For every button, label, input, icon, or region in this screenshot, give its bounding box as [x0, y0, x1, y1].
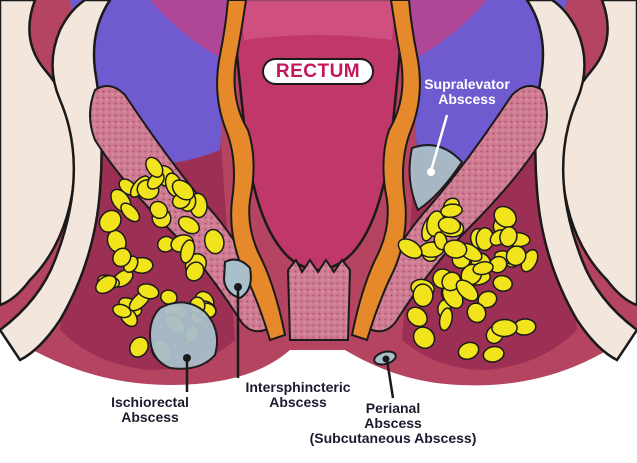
fat-globule	[145, 156, 164, 178]
fat-globule	[95, 274, 117, 295]
fat-globule	[433, 231, 448, 251]
fat-globule	[482, 345, 505, 363]
fat-globule	[171, 179, 195, 201]
fat-globule	[137, 283, 160, 300]
supralevator-abscess-label: Supralevator Abscess	[424, 76, 510, 107]
fat-globule	[457, 341, 480, 361]
fat-globule	[406, 306, 428, 328]
intersphincteric-abscess	[222, 258, 252, 300]
fat-globule	[491, 318, 518, 338]
ischiorectal-marker	[183, 354, 191, 362]
fat-globule	[98, 209, 122, 233]
pelvic-wall-right-inner	[525, 0, 637, 362]
fat-globule	[120, 202, 141, 223]
sphincter-right	[350, 0, 421, 342]
fat-globule	[397, 238, 423, 259]
fat-globule	[499, 226, 518, 248]
fat-globule	[412, 283, 434, 308]
ischiorectal-abscess	[148, 301, 218, 370]
fat-globule	[185, 261, 205, 282]
rectum-label: RECTUM	[262, 58, 374, 85]
ischiorectal-abscess-label: Ischiorectal Abscess	[111, 394, 189, 425]
fat-globule	[177, 215, 200, 235]
intersphincteric-abscess-label: Intersphincteric Abscess	[245, 379, 351, 410]
fat-globule	[179, 239, 196, 264]
supralevator-abscess	[408, 144, 464, 212]
fat-globule	[203, 228, 225, 255]
fat-globule	[149, 200, 169, 220]
perianal-marker	[382, 355, 390, 363]
fat-globule	[412, 326, 436, 350]
ischiorectal-fat-right	[397, 197, 539, 363]
fat-globule	[440, 203, 463, 219]
fat-globule	[505, 245, 527, 267]
fat-globule	[455, 279, 479, 302]
fat-globule	[438, 307, 453, 332]
fat-globule	[129, 336, 149, 358]
perianal-abscess-label: Perianal Abscess (Subcutaneous Abscess)	[309, 400, 477, 446]
pelvic-wall-left-inner	[0, 0, 112, 362]
sphincter-left	[216, 0, 287, 342]
fat-globule	[112, 247, 132, 268]
fat-globule	[477, 290, 498, 309]
anal-canal	[286, 258, 352, 341]
fat-globule	[443, 239, 468, 259]
supralevator-marker	[427, 168, 435, 176]
intersphincteric-marker	[234, 283, 242, 291]
fat-globule	[493, 205, 517, 229]
fat-globule	[472, 261, 494, 276]
fat-globule	[112, 303, 132, 319]
fat-globule	[466, 302, 487, 324]
fat-globule	[492, 274, 513, 292]
